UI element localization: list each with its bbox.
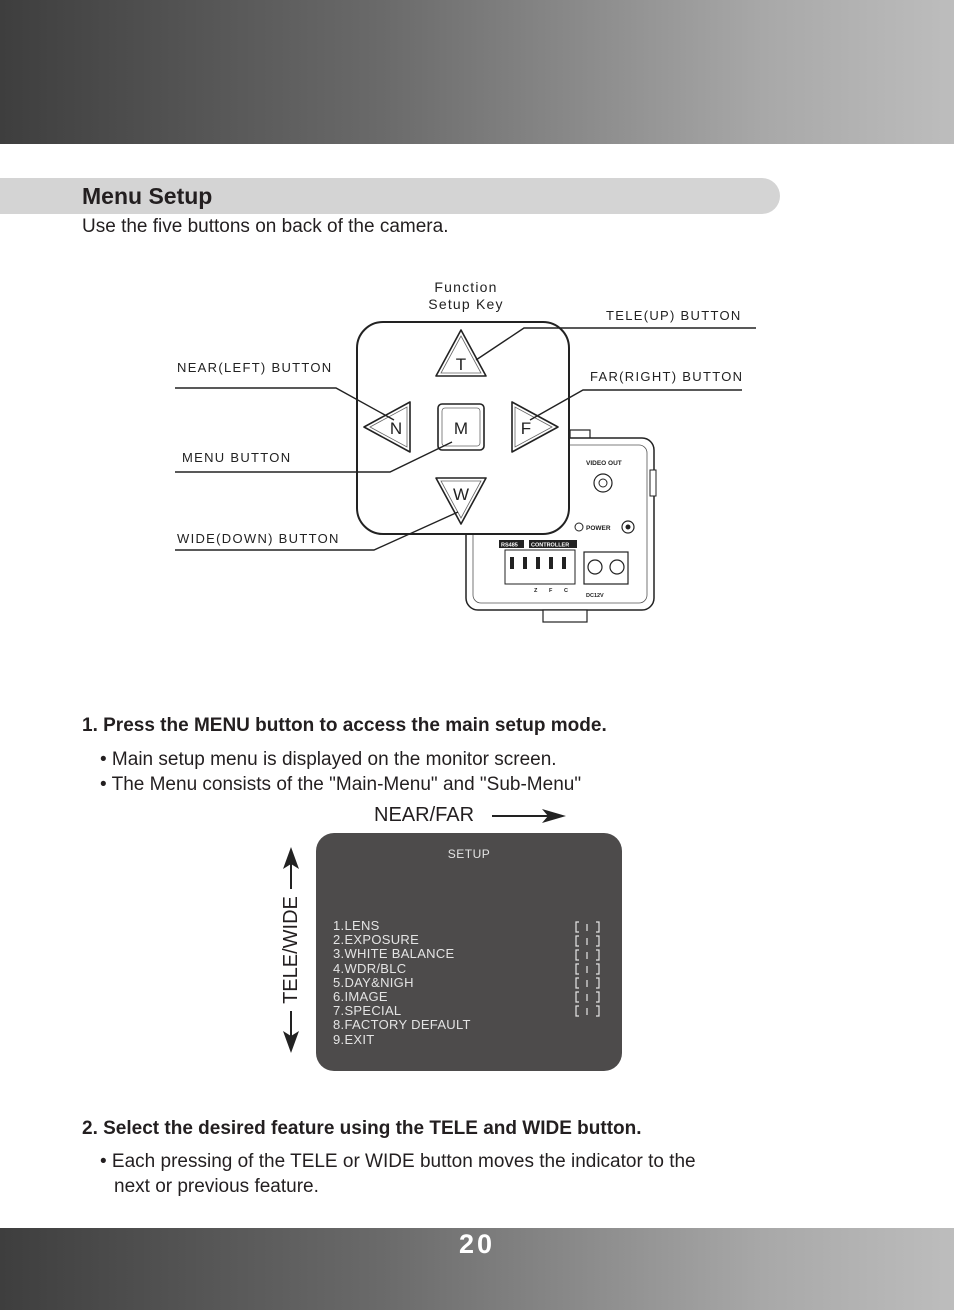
osd-menu-item[interactable]: 8.FACTORY DEFAULT xyxy=(333,1017,471,1033)
section-title: Menu Setup xyxy=(82,183,213,209)
tele-key-letter: T xyxy=(456,355,466,374)
near-left-button-label: NEAR(LEFT) BUTTON xyxy=(177,360,332,375)
menu-key[interactable]: M xyxy=(437,403,485,451)
wide-down-button-label: WIDE(DOWN) BUTTON xyxy=(177,531,340,546)
step-1-bullet: • The Menu consists of the "Main-Menu" a… xyxy=(100,774,582,795)
near-left-key[interactable]: N xyxy=(363,401,411,453)
step-1-bullet: • Main setup menu is displayed on the mo… xyxy=(100,749,557,770)
osd-setup-screen: SETUP 1.LENS 2.EXPOSURE 3.WHITE BALANCE … xyxy=(316,833,622,1071)
page-number: 20 xyxy=(458,1229,496,1259)
tele-wide-label: TELE/WIDE xyxy=(280,896,302,1004)
near-key-letter: N xyxy=(390,419,402,438)
step-2-title: 2. Select the desired feature using the … xyxy=(82,1118,642,1139)
terminal-f-label: F xyxy=(549,588,553,594)
menu-button-label: MENU BUTTON xyxy=(182,450,291,465)
osd-menu-item[interactable]: 5.DAY&NIGH xyxy=(333,974,414,990)
osd-menu-item[interactable]: 4.WDR/BLC xyxy=(333,960,407,976)
dc12v-label: DC12V xyxy=(586,593,604,599)
leader-lines xyxy=(175,327,756,551)
power-label: POWER xyxy=(586,525,611,532)
rs485-label: RS485 xyxy=(501,543,518,549)
osd-menu-item[interactable]: 6.IMAGE xyxy=(333,989,388,1005)
menu-key-letter: M xyxy=(454,419,468,438)
submenu-bracket-icons xyxy=(575,921,600,1017)
section-bar xyxy=(0,178,780,214)
step-2-bullet-continued: next or previous feature. xyxy=(114,1176,319,1197)
step-2-bullet: • Each pressing of the TELE or WIDE butt… xyxy=(100,1151,696,1172)
right-arrow-icon xyxy=(492,809,566,823)
osd-menu-item[interactable]: 9.EXIT xyxy=(333,1031,375,1047)
footer-band xyxy=(0,1228,954,1310)
far-key-letter: F xyxy=(521,419,531,438)
setup-key-label: Setup Key xyxy=(428,296,503,312)
near-far-label: NEAR/FAR xyxy=(374,804,475,826)
far-right-button-label: FAR(RIGHT) BUTTON xyxy=(590,369,743,384)
osd-menu-item[interactable]: 7.SPECIAL xyxy=(333,1003,402,1019)
tele-up-key[interactable]: T xyxy=(435,329,487,377)
osd-menu-list: 1.LENS 2.EXPOSURE 3.WHITE BALANCE 4.WDR/… xyxy=(333,918,471,1047)
osd-title: SETUP xyxy=(447,847,491,861)
intro-text: Use the five buttons on back of the came… xyxy=(82,216,449,237)
vertical-double-arrow-icon xyxy=(283,847,299,1053)
controller-label: CONTROLLER xyxy=(531,543,569,549)
video-out-label: VIDEO OUT xyxy=(586,460,622,467)
wide-key-letter: W xyxy=(453,485,469,504)
header-band xyxy=(0,0,954,144)
osd-menu-item[interactable]: 1.LENS xyxy=(333,918,380,933)
osd-menu-item[interactable]: 3.WHITE BALANCE xyxy=(333,946,455,962)
step-1-title: 1. Press the MENU button to access the m… xyxy=(82,715,607,736)
terminal-z-label: Z xyxy=(534,588,538,594)
function-key-label: Function xyxy=(434,279,497,295)
far-right-key[interactable]: F xyxy=(511,401,559,453)
tele-up-button-label: TELE(UP) BUTTON xyxy=(606,308,742,323)
wide-down-key[interactable]: W xyxy=(435,477,487,525)
osd-menu-item[interactable]: 2.EXPOSURE xyxy=(333,932,420,948)
terminal-c-label: C xyxy=(564,588,568,594)
camera-button-diagram: VIDEO OUT POWER RS485 CONTROLLER Z F C D… xyxy=(175,279,756,623)
